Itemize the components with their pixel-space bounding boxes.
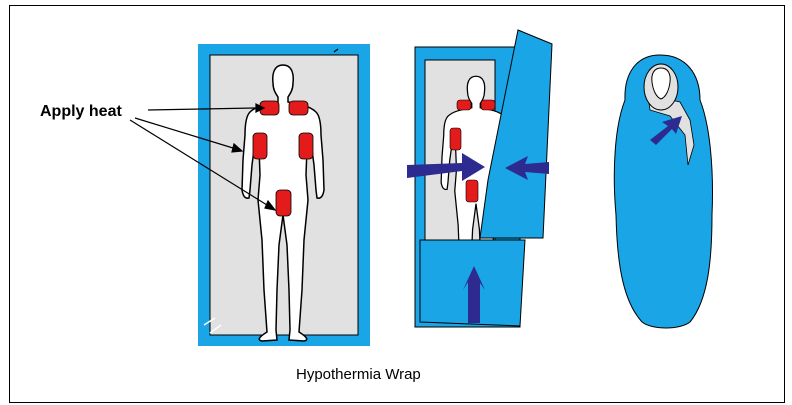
- heat-pad: [457, 100, 471, 110]
- heat-pad-groin: [276, 190, 291, 216]
- heat-pad-left-side: [253, 133, 267, 159]
- heat-pad: [466, 180, 478, 202]
- heat-pad-right-shoulder: [289, 101, 308, 115]
- panel-wrapping: [407, 30, 552, 327]
- apply-heat-label: Apply heat: [40, 103, 122, 121]
- heat-pad: [450, 128, 461, 150]
- heat-pad: [481, 100, 495, 110]
- figure-caption: Hypothermia Wrap: [296, 366, 421, 383]
- panel-wrapped: [614, 55, 712, 328]
- heat-pad-right-side: [299, 133, 313, 159]
- panel-open-blanket: [130, 44, 370, 346]
